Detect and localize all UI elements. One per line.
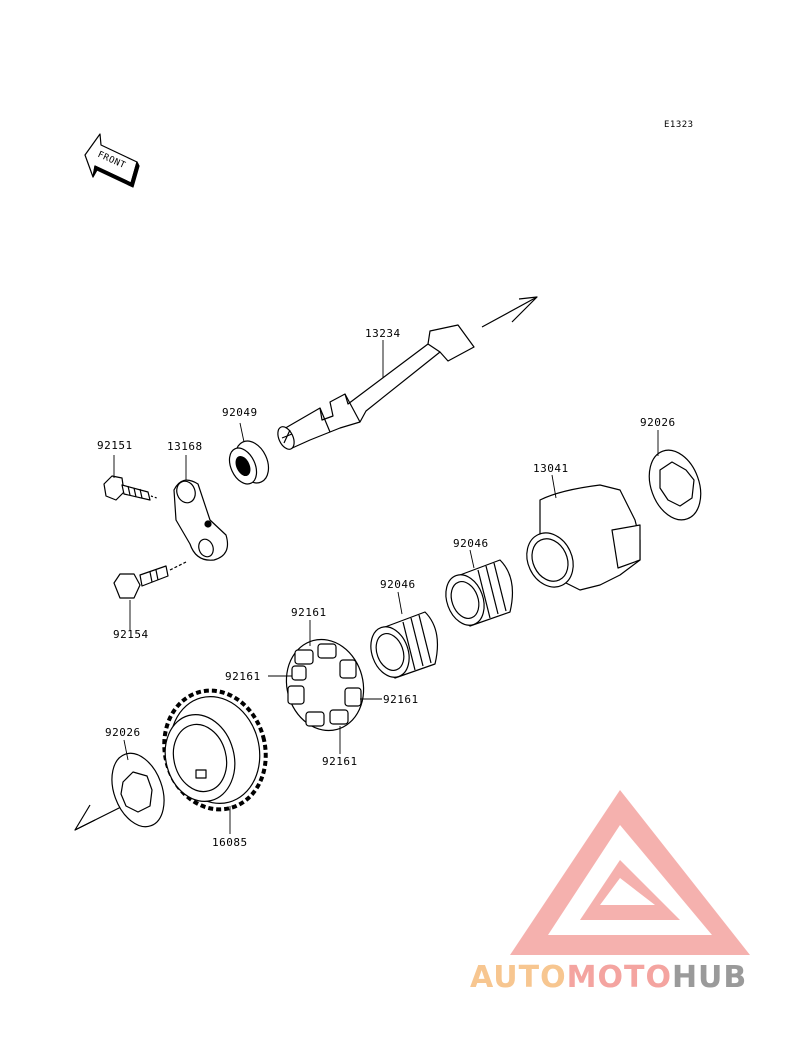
washer-92026-right bbox=[648, 449, 702, 521]
watermark-text: AUTOMOTOHUB bbox=[470, 960, 747, 995]
label-13168: 13168 bbox=[167, 440, 203, 453]
label-92049: 92049 bbox=[222, 406, 258, 419]
bolt-92151 bbox=[103, 475, 158, 501]
front-arrow-icon bbox=[84, 133, 140, 188]
label-92161-left: 92161 bbox=[225, 670, 261, 683]
leader-lines bbox=[113, 340, 659, 834]
label-92154: 92154 bbox=[113, 628, 149, 641]
watermark-logo-icon bbox=[510, 790, 750, 955]
oil-seal-92049 bbox=[228, 440, 270, 485]
label-16085: 16085 bbox=[212, 836, 248, 849]
label-92046-left: 92046 bbox=[380, 578, 416, 591]
washer-92026-left bbox=[111, 752, 165, 828]
housing-13041 bbox=[526, 484, 641, 591]
label-13234: 13234 bbox=[365, 327, 401, 340]
label-92046-right: 92046 bbox=[453, 537, 489, 550]
gear-16085 bbox=[162, 688, 268, 812]
axis-arrow-bottom bbox=[74, 804, 96, 831]
watermark-part-3: HUB bbox=[671, 960, 748, 995]
label-92151: 92151 bbox=[97, 439, 133, 452]
axis-line-top bbox=[481, 296, 538, 328]
label-92161-right: 92161 bbox=[383, 693, 419, 706]
damper-set-92161 bbox=[285, 638, 365, 732]
label-92161-top: 92161 bbox=[291, 606, 327, 619]
label-92026-right: 92026 bbox=[640, 416, 676, 429]
label-92161-bottom: 92161 bbox=[322, 755, 358, 768]
label-13041: 13041 bbox=[533, 462, 569, 475]
camshaft-13234 bbox=[277, 324, 475, 450]
axis-arrow-top bbox=[511, 296, 538, 323]
needle-bearing-92046-right bbox=[445, 559, 513, 627]
needle-bearing-92046-left bbox=[370, 611, 438, 679]
watermark-part-2: MOTO bbox=[566, 960, 672, 995]
watermark-part-1: AUTO bbox=[470, 960, 567, 995]
drawing-code: E1323 bbox=[664, 120, 694, 130]
bolt-92154 bbox=[113, 561, 187, 599]
lever-13168 bbox=[173, 479, 229, 561]
label-92026-left: 92026 bbox=[105, 726, 141, 739]
